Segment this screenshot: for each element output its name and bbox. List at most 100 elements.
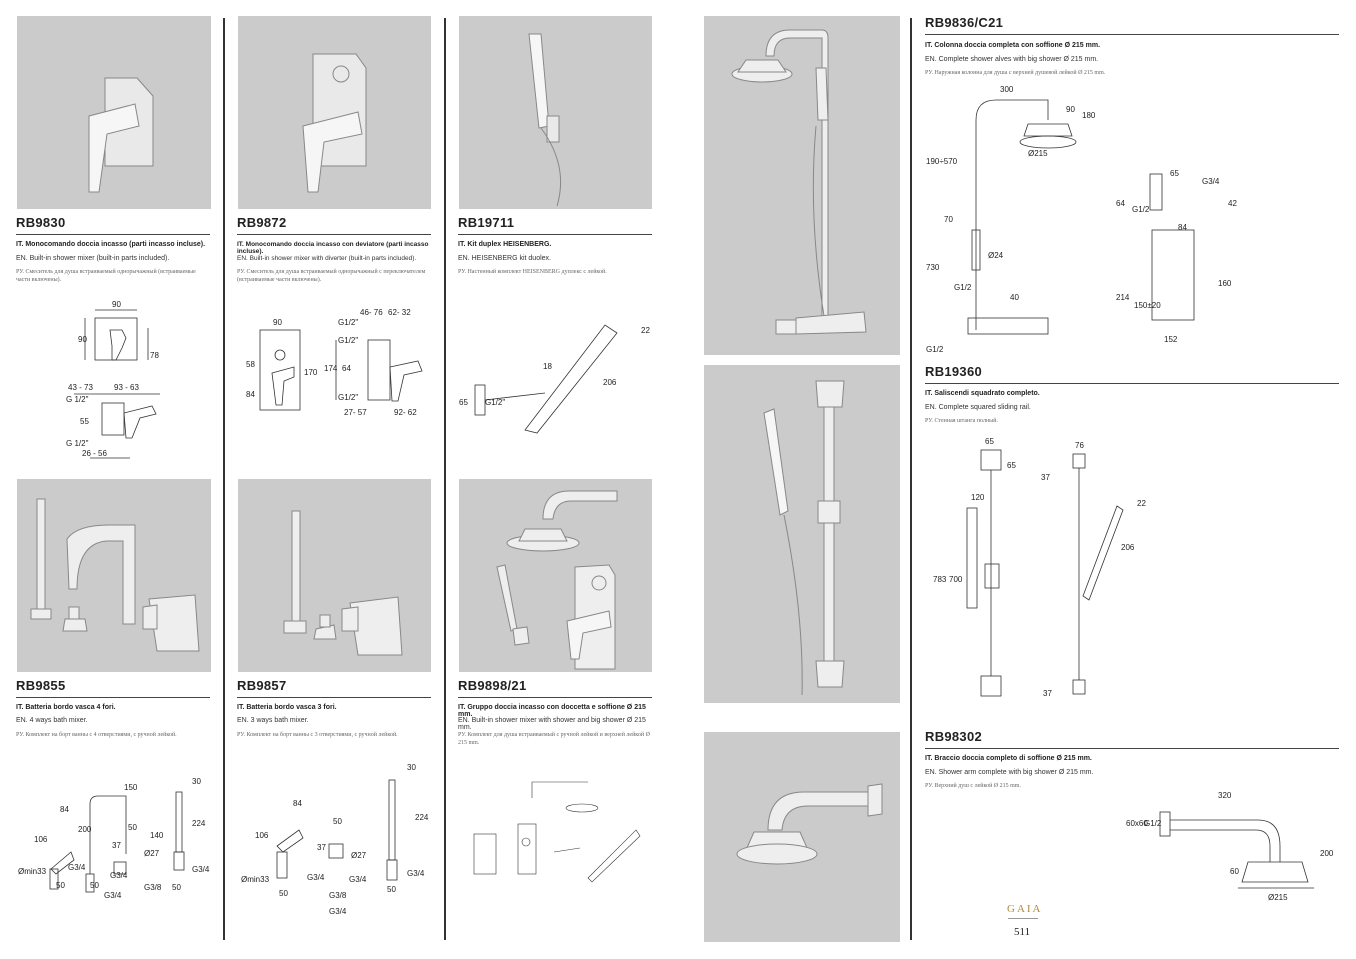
column-divider [223, 18, 225, 940]
description-ru: РУ. Смеситель для душа встраиваемый одно… [16, 269, 196, 283]
dimension-label: 37 [112, 841, 121, 850]
dimension-label: G3/4 [68, 863, 86, 872]
dimension-label: 90 [112, 300, 121, 309]
dimension-label: G3/4 [1202, 177, 1220, 186]
divider [458, 234, 652, 235]
dimension-label: 90 [1066, 105, 1075, 114]
dimension-label: 224 [415, 813, 429, 822]
description-en: EN. HEISENBERG kit duolex. [458, 255, 551, 262]
technical-drawing-rb9872: 90 58 84 170 46- 76 62- 32 G1/2" G1/2" 1… [238, 305, 433, 420]
dimension-label: 170 [304, 368, 318, 377]
product-code: RB19711 [458, 215, 515, 230]
dimension-label: 76 [1075, 441, 1084, 450]
divider [16, 234, 210, 235]
product-photo-rb19711 [459, 16, 652, 209]
dimension-label: 730 [926, 263, 940, 272]
dimension-label: 320 [1218, 791, 1232, 800]
dimension-label: G3/4 [192, 865, 210, 874]
dimension-label: G3/4 [110, 871, 128, 880]
product-photo-rb9855 [17, 479, 211, 672]
dimension-label: 43 - 73 [68, 383, 93, 392]
description-it: IT. Batteria bordo vasca 3 fori. [237, 704, 337, 711]
product-photo-rb98302 [704, 732, 900, 942]
dimension-label: G3/4 [307, 873, 325, 882]
technical-drawing-rb9836-c21: 300 90 180 190÷570 Ø215 70 Ø24 730 G1/2 … [920, 80, 1250, 360]
dimension-label: 62- 32 [388, 308, 411, 317]
dimension-label: 65 [1007, 461, 1016, 470]
description-it: IT. Gruppo doccia incasso con doccetta e… [458, 704, 646, 718]
dimension-label: 22 [641, 326, 650, 335]
dimension-label: Ø215 [1028, 149, 1048, 158]
dimension-label: 46- 76 [360, 308, 383, 317]
dimension-label: 50 [387, 885, 396, 894]
divider [237, 697, 431, 698]
dimension-label: G1/2" [338, 393, 358, 402]
dimension-label: G3/8 [144, 883, 162, 892]
dimension-label: G3/8 [329, 891, 347, 900]
dimension-label: 190÷570 [926, 157, 958, 166]
dimension-label: 90 [78, 335, 87, 344]
dimension-label: 180 [1082, 111, 1096, 120]
product-code: RB19360 [925, 364, 983, 379]
product-code: RB9857 [237, 678, 287, 693]
dimension-label: 50 [90, 881, 99, 890]
dimension-label: 18 [543, 362, 552, 371]
brand-logo: GAIA [1007, 903, 1043, 915]
divider [237, 234, 431, 235]
dimension-label: 50 [172, 883, 181, 892]
dimension-label: 78 [150, 351, 159, 360]
dimension-label: G1/2" [338, 336, 358, 345]
technical-drawing-rb9857: 30 84 106 224 37 50 Ø27 Ømin33 50 G3/4 G… [237, 760, 437, 920]
description-ru: РУ. Комплект для душа встраиваемый с руч… [458, 732, 650, 746]
divider [925, 383, 1339, 384]
dimension-label: 37 [317, 843, 326, 852]
dimension-label: Ø24 [988, 251, 1004, 260]
technical-drawing-rb9830: 90 90 78 43 - 73 93 - 63 G 1/2" 55 G 1/2… [60, 298, 170, 463]
description-it: IT. Saliscendi squadrato completo. [925, 390, 1040, 397]
description-it: IT. Kit duplex HEISENBERG. [458, 241, 552, 248]
product-code: RB98302 [925, 729, 983, 744]
description-ru: РУ. Настенный комплект HEISENBERG дуплек… [458, 269, 607, 275]
dimension-label: 92- 62 [394, 408, 417, 417]
dimension-label: G1/2 [1132, 205, 1150, 214]
dimension-label: 206 [1121, 543, 1135, 552]
dimension-label: G1/2 [926, 345, 944, 354]
dimension-label: Ømin33 [18, 867, 47, 876]
product-code: RB9830 [16, 215, 66, 230]
page-number: 511 [1014, 926, 1031, 938]
dimension-label: 55 [80, 417, 89, 426]
dimension-label: 150 [124, 783, 138, 792]
dimension-label: 106 [255, 831, 269, 840]
dimension-label: 65 [985, 437, 994, 446]
divider [925, 34, 1339, 35]
dimension-label: 84 [293, 799, 302, 808]
product-photo-rb19360 [704, 365, 900, 703]
dimension-label: 37 [1043, 689, 1052, 698]
dimension-label: 37 [1041, 473, 1050, 482]
description-en: EN. Shower arm complete with big shower … [925, 769, 1094, 776]
dimension-label: 64 [1116, 199, 1125, 208]
product-photo-rb9857 [238, 479, 431, 672]
dimension-label: 206 [603, 378, 617, 387]
dimension-label: 42 [1228, 199, 1237, 208]
description-en: EN. Built-in shower mixer with shower an… [458, 717, 646, 731]
product-code: RB9898/21 [458, 678, 527, 693]
divider [925, 748, 1339, 749]
dimension-label: G1/2 [1144, 819, 1162, 828]
description-en: EN. Built-in shower mixer (built-in part… [16, 255, 170, 262]
dimension-label: 224 [192, 819, 206, 828]
description-it: IT. Colonna doccia completa con soffione… [925, 42, 1101, 49]
dimension-label: G3/4 [407, 869, 425, 878]
dimension-label: 26 - 56 [82, 449, 107, 458]
dimension-label: 120 [971, 493, 985, 502]
dimension-label: 58 [246, 360, 255, 369]
dimension-label: 60x60 [1126, 819, 1148, 828]
description-ru: РУ. Комплект на борт ванны с 4 отверстия… [16, 732, 177, 738]
description-en: EN. 3 ways bath mixer. [237, 717, 309, 724]
description-en: EN. Complete squared sliding rail. [925, 404, 1031, 411]
dimension-label: G1/2" [338, 318, 358, 327]
dimension-label: 150±20 [1134, 301, 1161, 310]
product-code: RB9855 [16, 678, 66, 693]
dimension-label: 50 [128, 823, 137, 832]
dimension-label: 65 [459, 398, 468, 407]
